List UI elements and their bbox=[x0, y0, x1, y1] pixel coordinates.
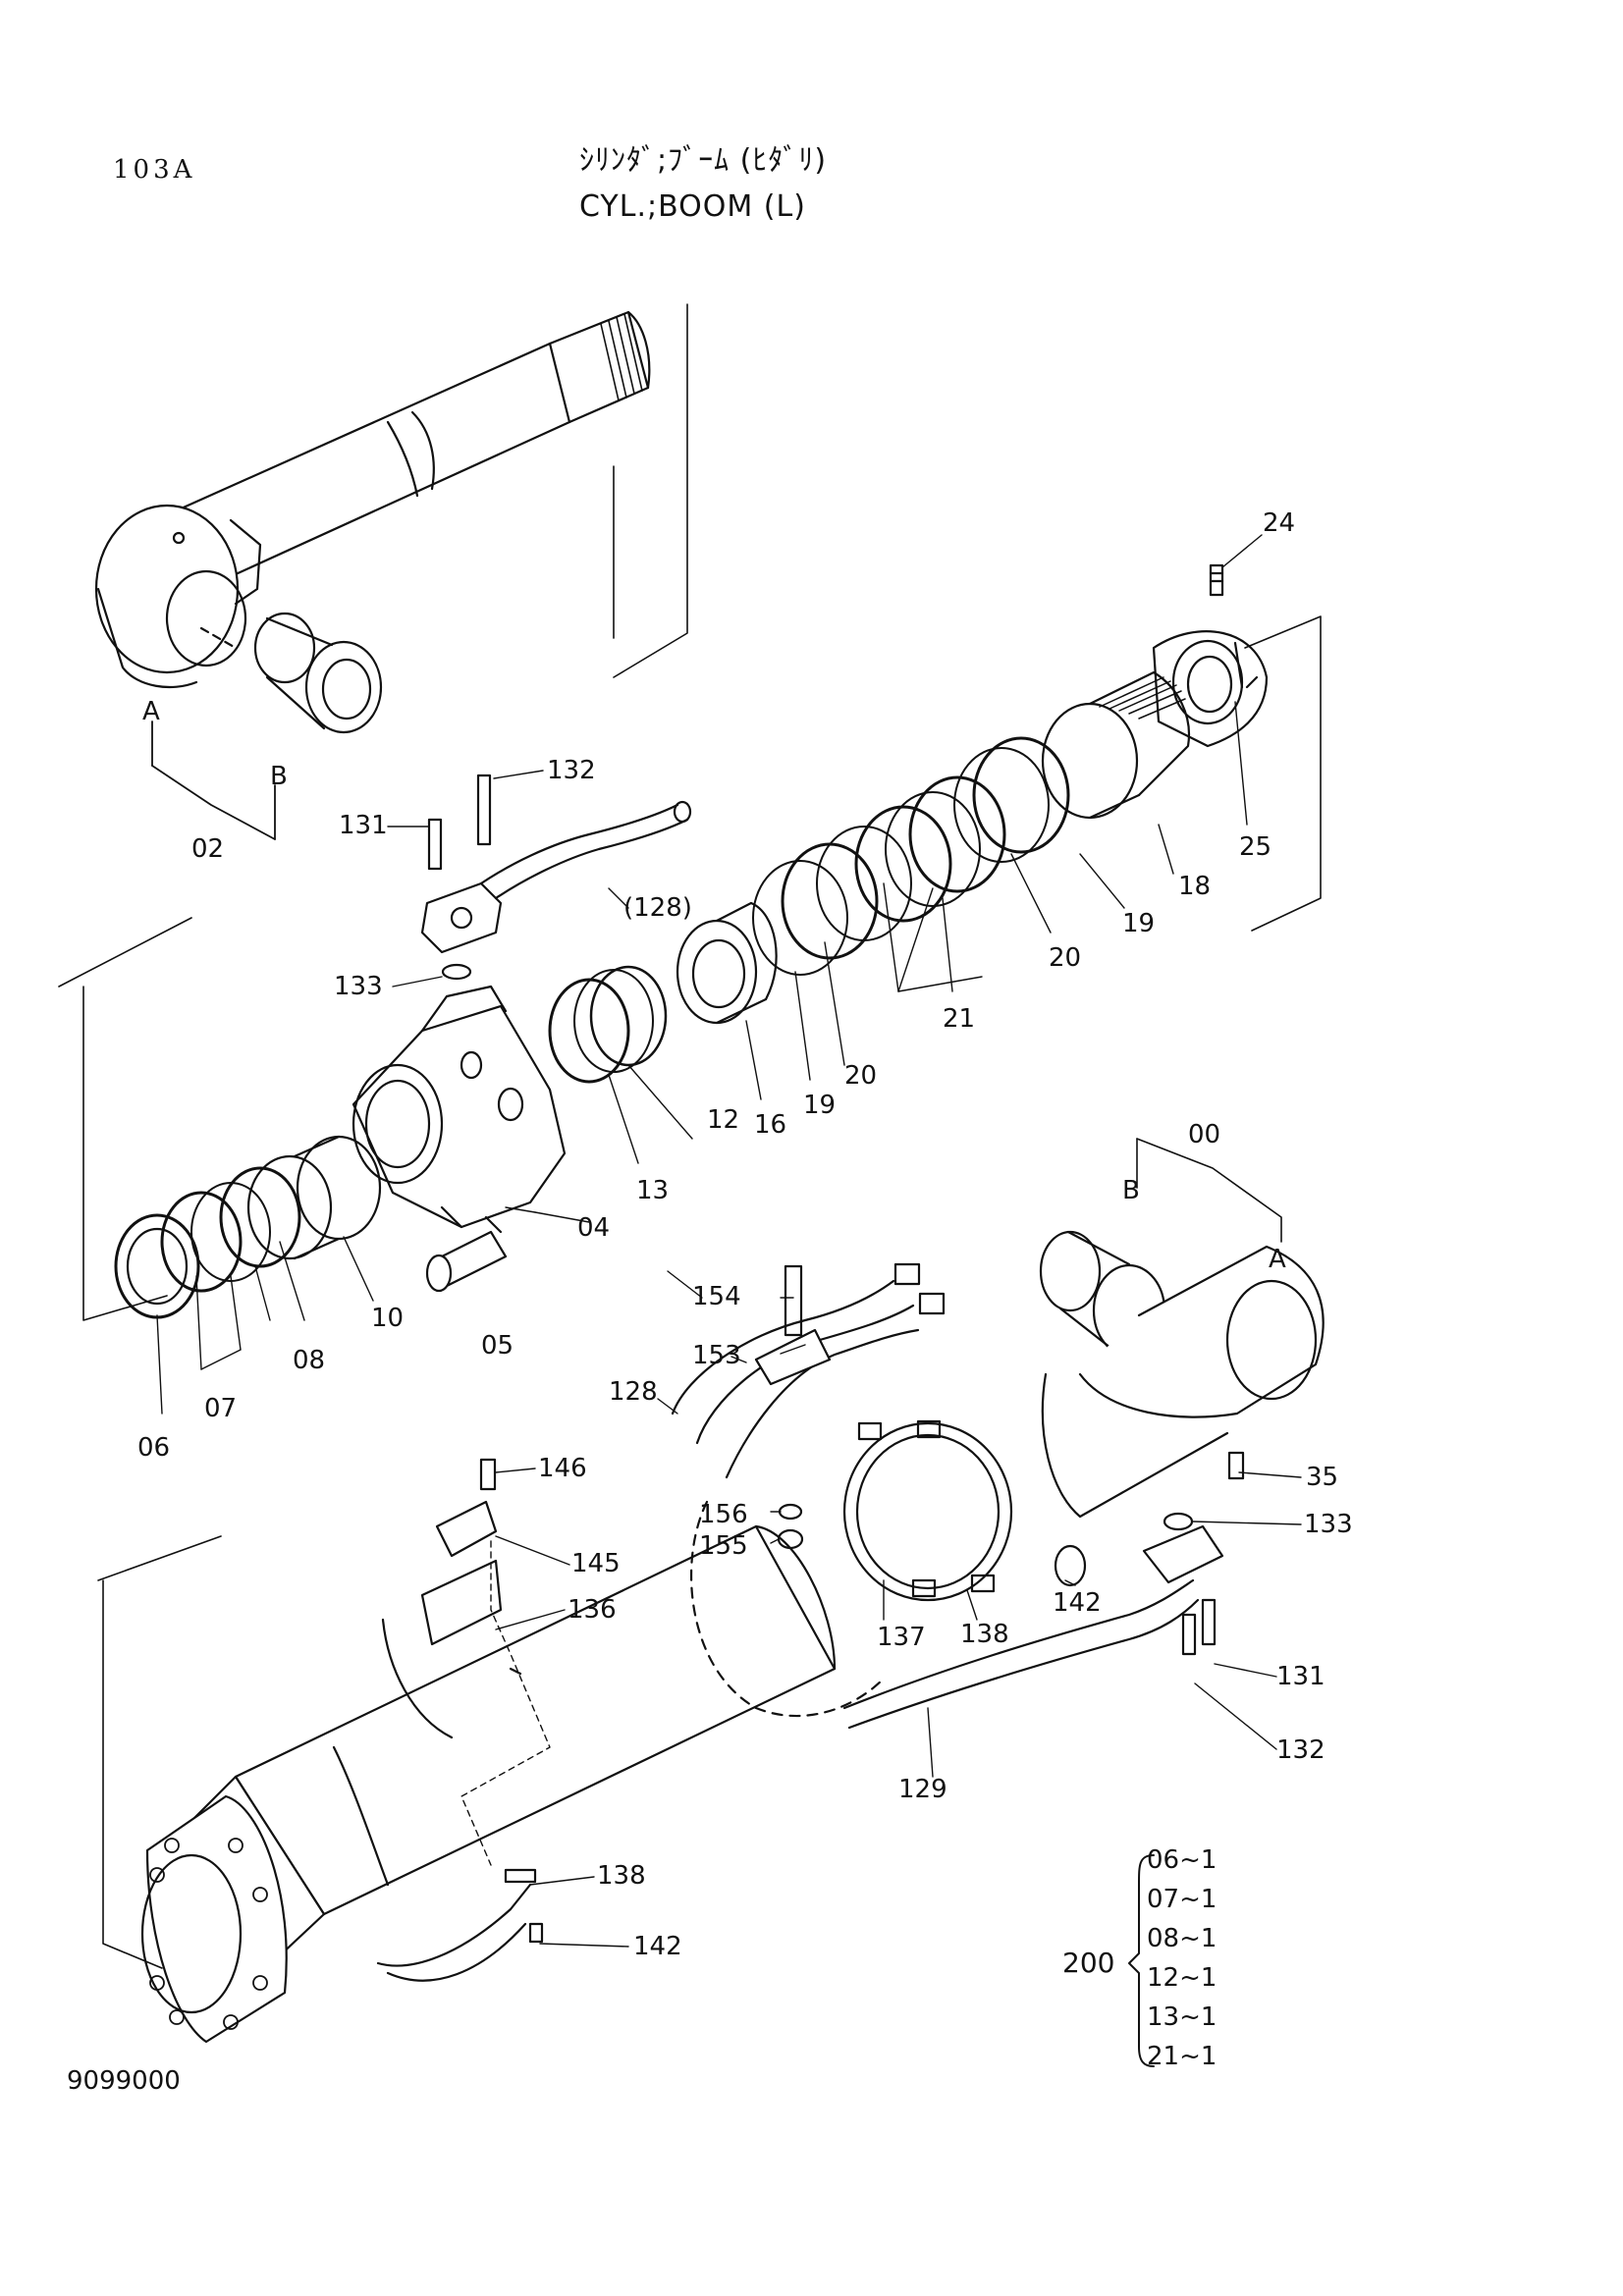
kit-item: 21~1 bbox=[1147, 2042, 1217, 2071]
bushing-10 bbox=[248, 1137, 380, 1258]
clamp-145 bbox=[437, 1460, 496, 1556]
label-20-upper: 20 bbox=[1049, 943, 1082, 973]
label-133-upper: 133 bbox=[334, 972, 383, 1001]
kit-item: 12~1 bbox=[1147, 1963, 1217, 1993]
label-19-upper: 19 bbox=[1122, 909, 1156, 938]
hoses bbox=[673, 1264, 1198, 1728]
clamp-136 bbox=[383, 1561, 520, 1737]
label-129: 129 bbox=[898, 1775, 947, 1804]
label-136: 136 bbox=[568, 1595, 617, 1625]
kit-item: 07~1 bbox=[1147, 1885, 1217, 1914]
label-138-lower: 138 bbox=[597, 1861, 646, 1891]
label-154: 154 bbox=[692, 1282, 741, 1311]
label-25: 25 bbox=[1239, 832, 1272, 862]
label-b-bottom: B bbox=[1122, 1176, 1140, 1205]
bottom-eye bbox=[1041, 1232, 1324, 1654]
title-english: CYL.;BOOM (L) bbox=[579, 189, 806, 224]
piston-rod bbox=[96, 312, 649, 687]
label-a-bottom: A bbox=[1269, 1245, 1286, 1274]
label-13: 13 bbox=[636, 1176, 670, 1205]
kit-item: 06~1 bbox=[1147, 1845, 1217, 1875]
kit-number: 200 bbox=[1062, 1947, 1115, 1979]
bolt-05 bbox=[427, 1232, 506, 1291]
set-screw-24 bbox=[1211, 565, 1222, 595]
page-code: 103A bbox=[113, 155, 196, 185]
label-19-lower: 19 bbox=[803, 1091, 837, 1120]
piston-nut bbox=[1154, 631, 1267, 746]
bracket-02 bbox=[152, 721, 275, 839]
kit-brace bbox=[1129, 1855, 1154, 2066]
label-10: 10 bbox=[371, 1304, 405, 1333]
label-156: 156 bbox=[699, 1500, 748, 1529]
title-japanese: ｼﾘﾝﾀﾞ;ﾌﾞｰﾑ (ﾋﾀﾞﾘ) bbox=[579, 143, 828, 178]
label-a-rod: A bbox=[142, 697, 160, 726]
label-21: 21 bbox=[943, 1004, 976, 1034]
leader-lines bbox=[157, 535, 1301, 1947]
kit-item: 08~1 bbox=[1147, 1924, 1217, 1953]
rod-bushing bbox=[255, 614, 381, 732]
label-138-upper: 138 bbox=[960, 1620, 1009, 1649]
label-137: 137 bbox=[877, 1623, 926, 1652]
piston-rings bbox=[753, 738, 1068, 975]
head-flange bbox=[422, 775, 690, 979]
label-06: 06 bbox=[137, 1433, 171, 1463]
label-12: 12 bbox=[707, 1105, 740, 1135]
label-128-lower: 128 bbox=[609, 1377, 658, 1407]
kit-item: 13~1 bbox=[1147, 2002, 1217, 2032]
label-02: 02 bbox=[191, 834, 225, 864]
drawing-number: 9099000 bbox=[67, 2066, 181, 2096]
label-153: 153 bbox=[692, 1341, 741, 1370]
label-146: 146 bbox=[538, 1454, 587, 1483]
cylinder-head-04 bbox=[353, 987, 565, 1232]
piston-18 bbox=[1043, 672, 1189, 818]
label-145: 145 bbox=[571, 1549, 621, 1578]
snap-rings-12-13 bbox=[550, 967, 666, 1082]
label-132-lower: 132 bbox=[1276, 1735, 1325, 1765]
label-128-upper: (128) bbox=[623, 893, 692, 923]
label-142-upper: 142 bbox=[1053, 1588, 1102, 1618]
label-04: 04 bbox=[577, 1213, 611, 1243]
head-seals bbox=[116, 1168, 299, 1317]
label-24: 24 bbox=[1263, 508, 1296, 538]
clamp-137 bbox=[844, 1421, 1011, 1600]
bolts-155-156 bbox=[779, 1505, 802, 1548]
label-35: 35 bbox=[1306, 1463, 1339, 1492]
cylinder-tube bbox=[142, 1526, 835, 2042]
label-133-lower: 133 bbox=[1304, 1510, 1353, 1539]
label-132-upper: 132 bbox=[547, 756, 596, 785]
label-155: 155 bbox=[699, 1531, 748, 1561]
label-00: 00 bbox=[1188, 1120, 1221, 1149]
label-b-rod: B bbox=[270, 762, 288, 791]
label-142-lower: 142 bbox=[633, 1932, 682, 1961]
label-131-upper: 131 bbox=[339, 811, 388, 840]
label-20-lower: 20 bbox=[844, 1061, 878, 1091]
label-05: 05 bbox=[481, 1331, 514, 1361]
label-18: 18 bbox=[1178, 872, 1212, 901]
clamp-bottom-138 bbox=[378, 1870, 542, 1981]
label-16: 16 bbox=[754, 1110, 787, 1140]
cushion-ring-16 bbox=[677, 903, 777, 1023]
label-07: 07 bbox=[204, 1394, 238, 1423]
label-08: 08 bbox=[293, 1346, 326, 1375]
label-131-lower: 131 bbox=[1276, 1662, 1325, 1691]
